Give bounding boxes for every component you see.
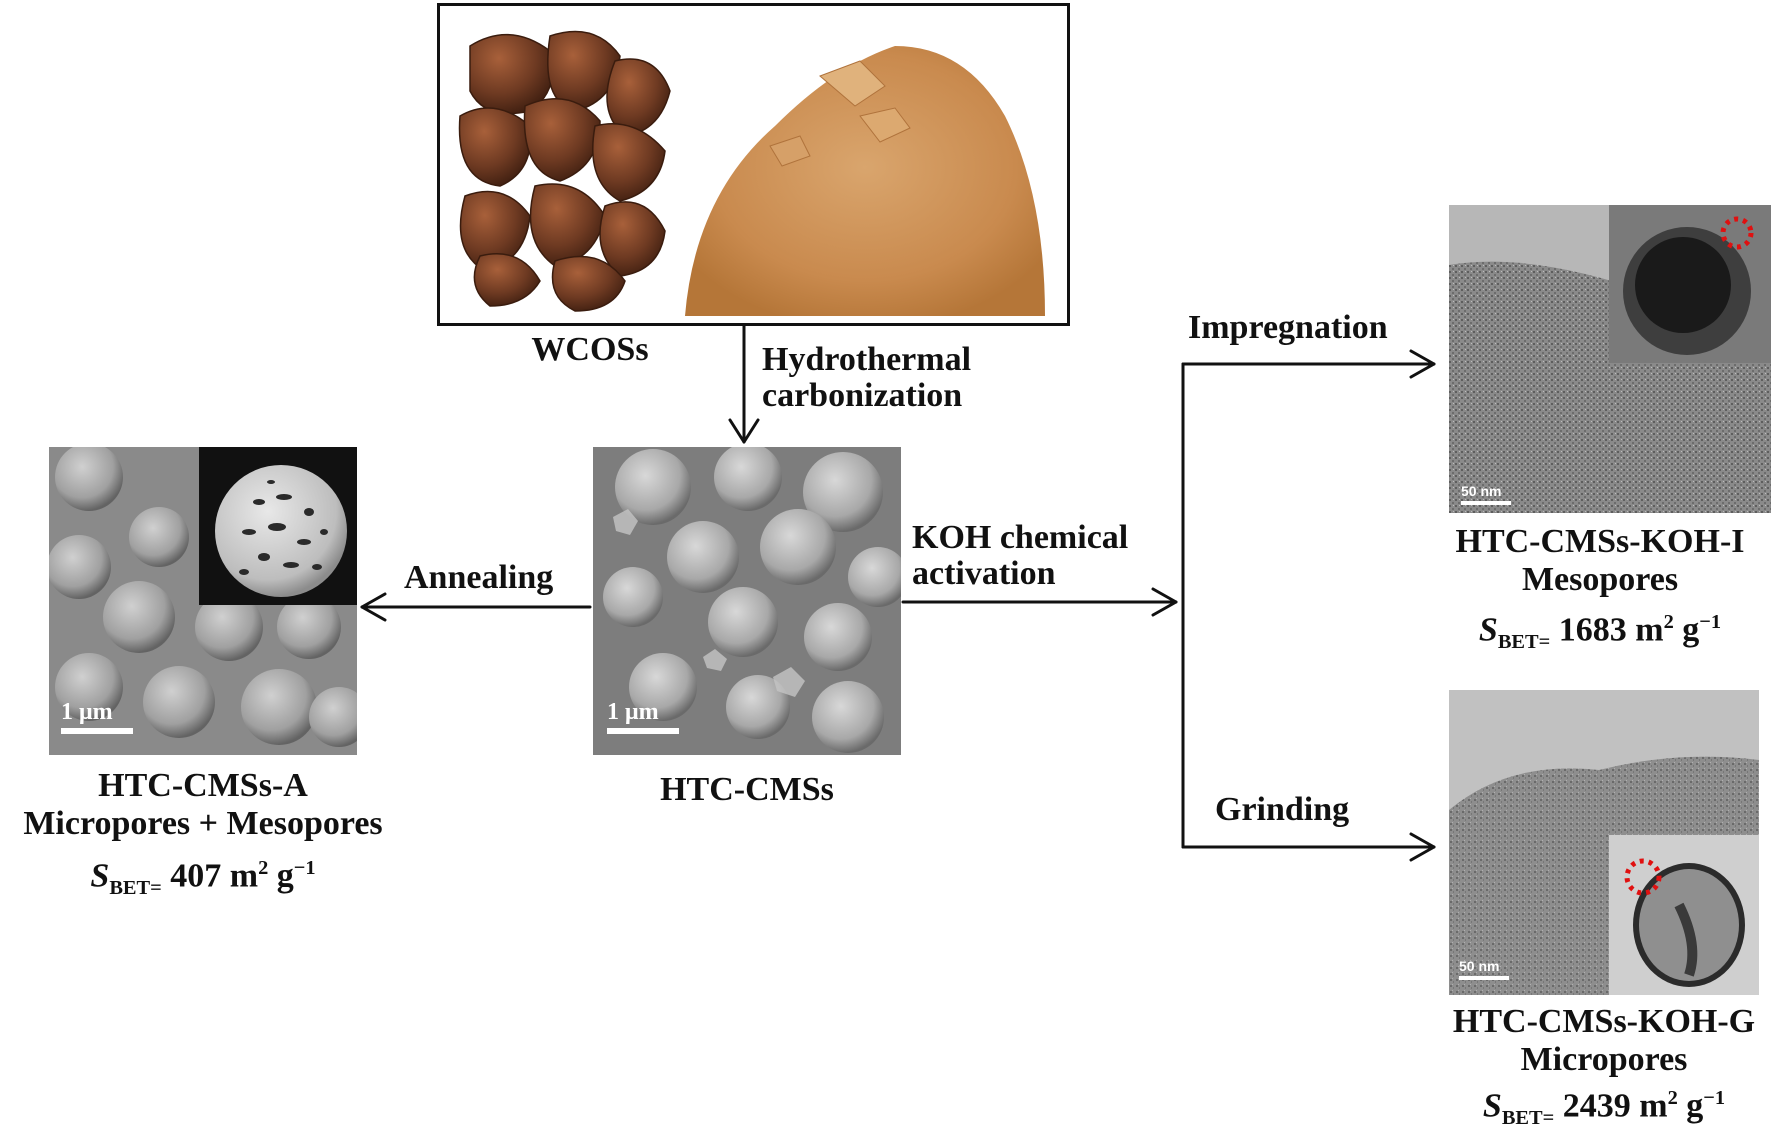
impregnation-label: Impregnation (1188, 309, 1388, 346)
koh-i-scale-bar: 50 nm (1461, 483, 1511, 505)
htc-cmss-sem-image: 1 μm (593, 447, 901, 755)
htc-cmss-koh-i-label: HTC-CMSs-KOH-I (1455, 523, 1745, 560)
htc-cmss-koh-i-sbet: SBET= 1683 m2 g−1 (1478, 611, 1722, 654)
koh-g-highlight-dots (1624, 858, 1662, 896)
htc-cmss-koh-g-inset (1609, 835, 1759, 995)
htc-cmss-koh-g-pores: Micropores (1520, 1041, 1688, 1078)
htc-cmss-a-sem-image: 1 μm (49, 447, 357, 755)
htc-cmss-koh-g-label: HTC-CMSs-KOH-G (1452, 1003, 1756, 1040)
koh-label-line2: activation (912, 555, 1056, 592)
htc-cmss-koh-i-pores: Mesopores (1521, 561, 1679, 598)
annealing-arrowhead (360, 592, 387, 622)
htc-cmss-label: HTC-CMSs (660, 771, 834, 808)
hydrothermal-label-line1: Hydrothermal (762, 341, 972, 378)
koh-g-scale-bar: 50 nm (1459, 958, 1509, 980)
koh-i-scale-label: 50 nm (1461, 483, 1502, 499)
shell-pile (458, 30, 671, 312)
htc-cmss-koh-g-sbet: SBET= 2439 m2 g−1 (1482, 1087, 1726, 1130)
impregnation-arrowhead (1409, 349, 1436, 379)
wcoss-label: WCOSs (531, 331, 649, 368)
koh-g-scale-label: 50 nm (1459, 958, 1500, 974)
koh-arrowhead (1151, 587, 1178, 617)
hydrothermal-label-line2: carbonization (762, 377, 963, 414)
htc-cmss-koh-i-tem-image: 50 nm (1449, 205, 1771, 513)
htc-cmss-a-inset (199, 447, 357, 605)
grinding-arrowhead (1409, 832, 1436, 862)
htc-cmss-a-scale-bar: 1 μm (61, 699, 133, 734)
grinding-label: Grinding (1215, 791, 1350, 828)
koh-i-highlight-dots (1720, 216, 1754, 250)
htc-cmss-a-sbet: SBET= 407 m2 g−1 (90, 857, 316, 900)
htc-cmss-koh-g-tem-image: 50 nm (1449, 690, 1759, 995)
annealing-label: Annealing (404, 559, 554, 596)
htc-cmss-koh-i-inset (1609, 205, 1771, 363)
wcoss-photo (437, 3, 1070, 326)
powder-pile (685, 46, 1045, 316)
htc-cmss-a-scale-label: 1 μm (61, 699, 113, 725)
hydrothermal-arrowhead (728, 418, 760, 444)
htc-cmss-a-label: HTC-CMSs-A (98, 767, 308, 804)
htc-cmss-scale-label: 1 μm (607, 699, 659, 725)
htc-cmss-scale-bar: 1 μm (607, 699, 679, 734)
koh-label-line1: KOH chemical (912, 519, 1129, 556)
htc-cmss-a-pores: Micropores + Mesopores (23, 805, 383, 842)
